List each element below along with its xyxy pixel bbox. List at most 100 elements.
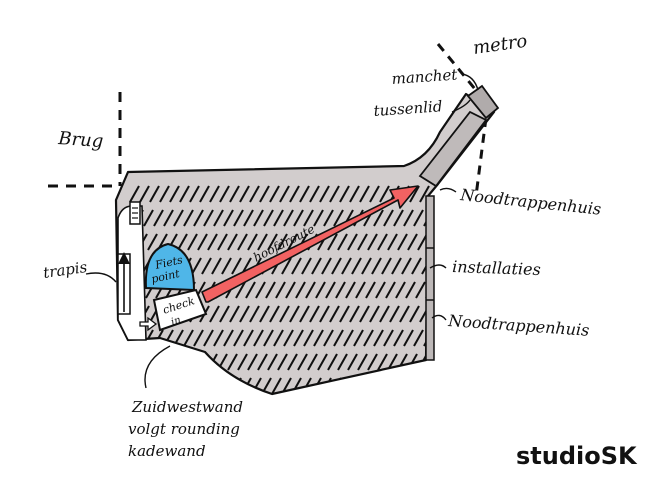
metro-line — [436, 43, 488, 197]
hatch-stroke — [197, 353, 208, 371]
hatch-stroke — [401, 257, 412, 275]
hatch-stroke — [309, 305, 320, 323]
hatch-stroke — [403, 209, 414, 227]
hatch-stroke — [121, 377, 132, 394]
hatch-stroke — [283, 209, 294, 227]
hatch-stroke — [193, 329, 204, 347]
hatch-stroke — [373, 329, 384, 347]
hatch-stroke — [213, 329, 224, 347]
hatch-stroke — [365, 281, 376, 299]
hatch-stroke — [359, 305, 370, 323]
hatch-stroke — [359, 185, 370, 203]
hatch-stroke — [347, 353, 358, 371]
hatch-stroke — [211, 257, 222, 275]
hatch-stroke — [203, 209, 214, 227]
hatch-stroke — [303, 329, 314, 347]
hatch-stroke — [169, 185, 180, 203]
hatch-stroke — [387, 233, 398, 251]
hatch-stroke — [373, 209, 384, 227]
hatch-stroke — [201, 377, 212, 394]
hatch-stroke — [303, 209, 314, 227]
hatch-stroke — [263, 209, 274, 227]
hatch-stroke — [289, 305, 300, 323]
hatch-stroke — [227, 353, 238, 371]
hatch-stroke — [361, 377, 372, 394]
hatch-stroke — [383, 209, 394, 227]
hatch-stroke — [385, 281, 396, 299]
hatch-stroke — [102, 378, 111, 394]
entry-arrow-icon — [139, 316, 158, 332]
hatch-stroke — [333, 329, 344, 347]
hatch-stroke — [139, 185, 150, 203]
hatch-stroke — [327, 353, 338, 371]
hatch-stroke — [116, 329, 124, 347]
manchet-label: manchet — [391, 65, 459, 88]
hatch-stroke — [297, 353, 308, 371]
hatch-stroke — [197, 233, 208, 251]
hatch-stroke — [375, 281, 386, 299]
hatch-stroke — [411, 377, 422, 394]
hatch-stroke — [137, 353, 148, 371]
hatch-stroke — [163, 209, 174, 227]
hatch-stroke — [116, 377, 122, 394]
hatch-stroke — [235, 281, 246, 299]
hatch-stroke — [349, 185, 360, 203]
hatch-stroke — [223, 209, 234, 227]
hatch-stroke — [243, 329, 254, 347]
hatch-stroke — [281, 257, 292, 275]
hatch-stroke — [151, 377, 162, 394]
hatch-stroke — [367, 353, 378, 371]
hatch-stroke — [411, 257, 422, 275]
hatch-stroke — [229, 185, 240, 203]
hatch-stroke — [407, 233, 418, 251]
note-line-3: kadewand — [128, 442, 206, 460]
hatch-stroke — [237, 353, 248, 371]
fietspoint-area: Fiets point — [144, 242, 196, 292]
hatch-stroke — [449, 185, 460, 203]
hatch-stroke — [377, 353, 388, 371]
hatch-stroke — [94, 330, 103, 346]
hatch-stroke — [279, 185, 290, 203]
hatch-stroke — [203, 329, 214, 347]
hatch-stroke — [415, 281, 426, 299]
hatch-stroke — [347, 233, 358, 251]
hatch-stroke — [159, 185, 170, 203]
hatch-stroke — [389, 305, 400, 323]
hatch-stroke — [211, 377, 222, 394]
hatch-stroke — [391, 377, 402, 394]
hatch-stroke — [289, 185, 300, 203]
hatch-stroke — [349, 305, 360, 323]
hatch-stroke — [367, 233, 378, 251]
hatch-stroke — [319, 305, 330, 323]
hatch-stroke — [143, 209, 154, 227]
hatch-stroke — [177, 233, 188, 251]
hatch-stroke — [333, 209, 344, 227]
hatch-stroke — [239, 305, 250, 323]
checkin-label-2: in — [170, 315, 183, 328]
checkin-area: check in — [139, 288, 208, 332]
hatch-stroke — [311, 257, 322, 275]
hatch-stroke — [381, 377, 392, 394]
hatch-stroke — [147, 233, 158, 251]
hatch-stroke — [307, 353, 318, 371]
hatch-stroke — [257, 233, 268, 251]
hatch-stroke — [399, 305, 410, 323]
hatch-stroke — [233, 329, 244, 347]
hatch-stroke — [355, 281, 366, 299]
hatch-stroke — [293, 209, 304, 227]
hatch-stroke — [275, 281, 286, 299]
hatch-stroke — [363, 329, 374, 347]
hatch-stroke — [201, 257, 212, 275]
hatch-stroke — [263, 329, 274, 347]
note-line-2: volgt rounding — [128, 420, 240, 438]
metro-label: metro — [472, 31, 529, 59]
hatch-stroke — [299, 185, 310, 203]
hatch-stroke — [149, 185, 160, 203]
hatch-stroke — [305, 281, 316, 299]
hatch-stroke — [167, 353, 178, 371]
hatch-stroke — [315, 281, 326, 299]
hatch-stroke — [209, 305, 220, 323]
hatch-stroke — [413, 329, 424, 347]
noodtrappenhuis-bottom-label: Noodtrappenhuis — [447, 311, 590, 340]
